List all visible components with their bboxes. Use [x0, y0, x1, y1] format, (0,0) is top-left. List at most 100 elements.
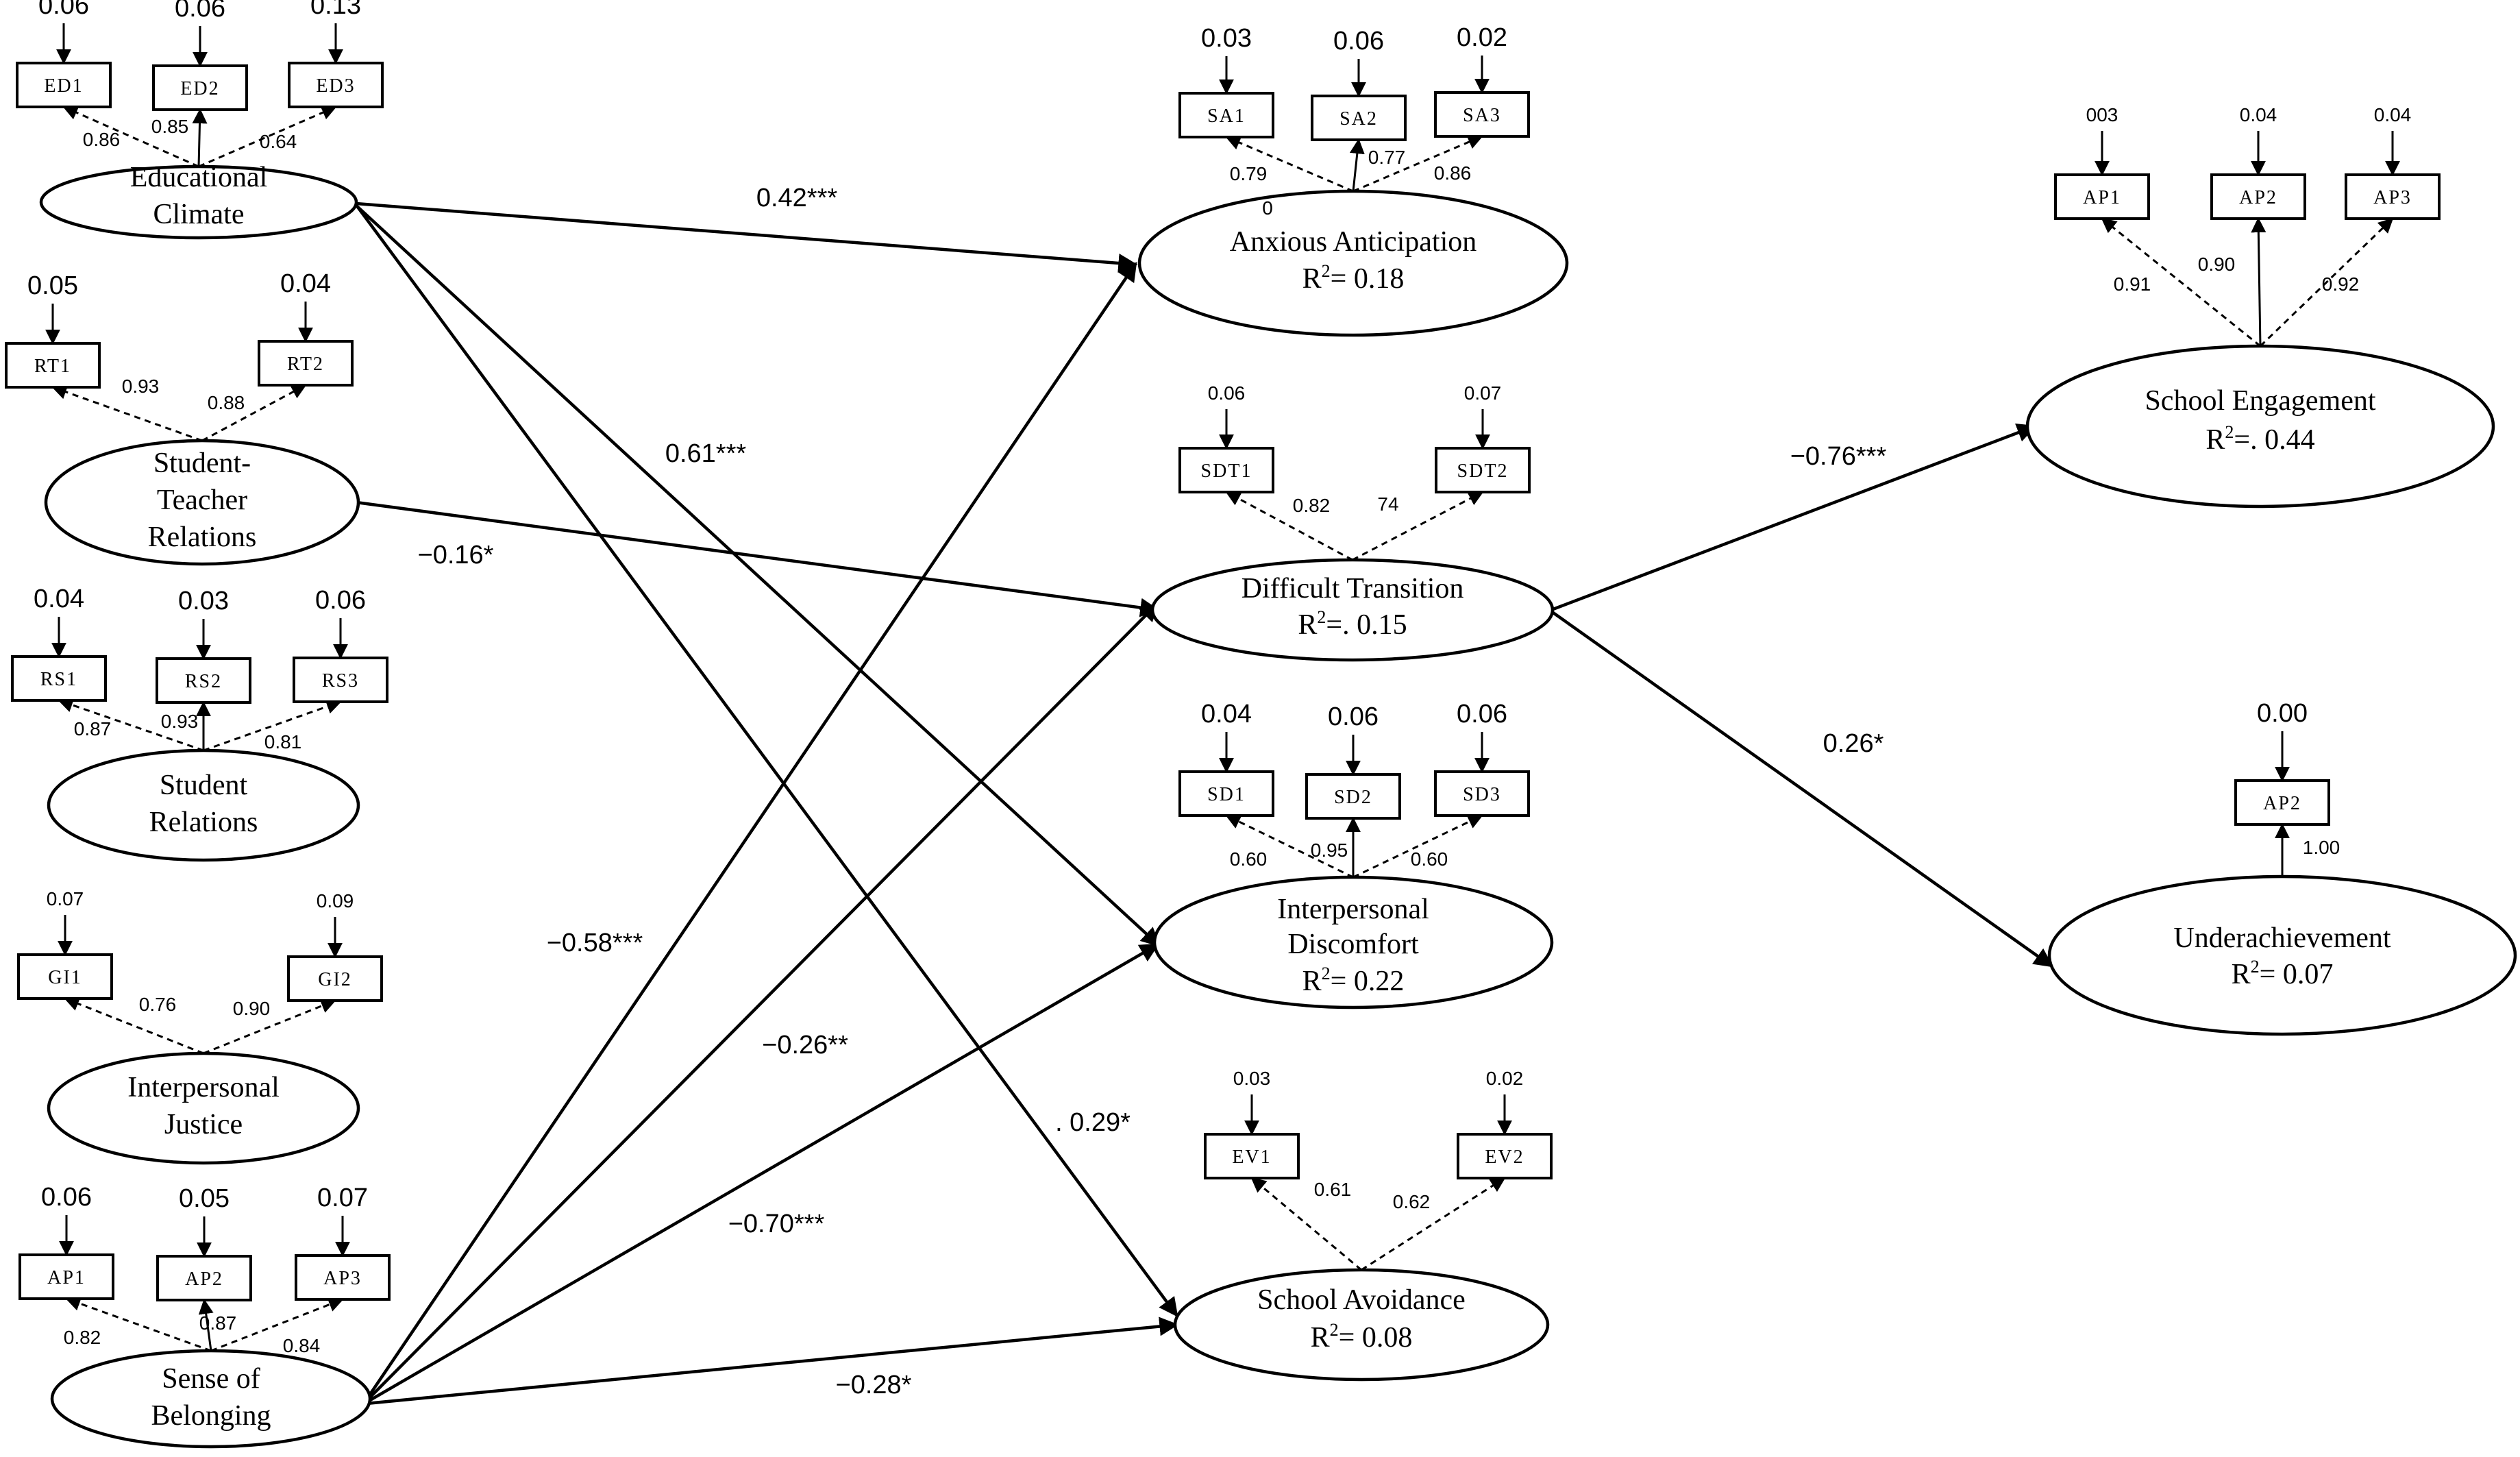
- error-variance-sb-ap3: 0.07: [317, 1184, 368, 1212]
- loading-arrow-se-ap3: [2259, 217, 2394, 347]
- error-variance-id-sd3: 0.06: [1457, 700, 1507, 728]
- indicator-label-id-sd2: SD2: [1334, 787, 1372, 808]
- loading-arrow-sr-rs1: [58, 698, 204, 752]
- factor-loading-se-ap1: 0.91: [2114, 273, 2151, 295]
- connector-layer: [45, 23, 2400, 1406]
- indicator-label-aa-sa1: SA1: [1207, 106, 1246, 127]
- path-coefficient-sb-to-dt: −0.26**: [762, 1031, 848, 1060]
- factor-loading-dt-sdt2: 74: [1377, 493, 1398, 515]
- loading-arrow-sa-ev2: [1361, 1177, 1506, 1271]
- error-variance-ec-ed1: 0.06: [38, 0, 89, 20]
- factor-loading-ua-ap2: 1.00: [2303, 837, 2340, 858]
- latent-ellipse-st: [44, 439, 360, 566]
- shape-layer: [5, 62, 2517, 1449]
- latent-label-sa: School Avoidance: [1257, 1284, 1466, 1316]
- indicator-box-dt-sdt2: [1435, 447, 1531, 493]
- latent-ellipse-aa: [1137, 189, 1569, 337]
- latent-label-id: Interpersonal: [1277, 894, 1429, 925]
- path-arrow-st-to-dt: [356, 500, 1160, 617]
- latent-label-sr: Relations: [149, 807, 258, 838]
- factor-loading-sb-ap3: 0.84: [283, 1335, 321, 1356]
- loading-arrow-id-sd1: [1225, 814, 1354, 879]
- latent-label-dt: Difficult Transition: [1242, 573, 1464, 604]
- path-coefficient-sb-to-id: −0.70***: [728, 1210, 825, 1238]
- latent-label-se: School Engagement: [2145, 385, 2375, 417]
- indicator-box-sa-ev1: [1204, 1133, 1300, 1179]
- latent-ellipse-ua: [2047, 874, 2517, 1036]
- path-coefficient-dt-to-se: −0.76***: [1790, 442, 1887, 471]
- indicator-box-se-ap2: [2210, 173, 2306, 220]
- indicator-label-dt-sdt1: SDT1: [1201, 461, 1252, 482]
- factor-loading-ec-ed1: 0.86: [83, 129, 121, 150]
- indicator-label-dt-sdt2: SDT2: [1457, 461, 1509, 482]
- factor-loading-id-sd3: 0.60: [1411, 848, 1448, 870]
- indicator-label-ij-gi1: GI1: [48, 967, 82, 988]
- path-arrow-sb-to-sa: [366, 1317, 1179, 1406]
- error-variance-aa-sa2: 0.06: [1333, 27, 1384, 56]
- r-squared-ua: R2= 0.07: [2232, 957, 2334, 990]
- indicator-box-ij-gi2: [287, 955, 383, 1002]
- loading-arrow-ij-gi1: [64, 996, 204, 1055]
- loading-arrow-sr-rs3: [203, 699, 342, 752]
- path-arrow-ec-to-sa: [356, 206, 1178, 1317]
- latent-label-sb: Sense of: [162, 1363, 260, 1395]
- factor-loading-aa-sa2: 0.77: [1368, 147, 1406, 168]
- latent-label-ec: Climate: [153, 199, 245, 230]
- path-coefficient-dt-to-ua: 0.26*: [1823, 729, 1884, 758]
- factor-loading-id-sd2: 0.95: [1311, 840, 1348, 861]
- loading-arrow-dt-sdt1: [1225, 491, 1353, 561]
- indicator-box-ec-ed2: [152, 64, 248, 111]
- latent-label-ij: Interpersonal: [127, 1072, 280, 1103]
- indicator-box-id-sd2: [1305, 773, 1401, 820]
- latent-ellipse-se: [2025, 344, 2495, 509]
- path-coefficient-ec-to-id: 0.61***: [665, 439, 747, 468]
- indicator-label-sr-rs2: RS2: [185, 671, 222, 692]
- latent-label-sr: Student: [160, 770, 248, 801]
- indicator-label-sr-rs1: RS1: [40, 669, 77, 690]
- path-arrow-ec-to-id: [355, 204, 1161, 947]
- error-variance-se-ap2: 0.04: [2240, 104, 2277, 125]
- loading-arrow-se-ap2: [2251, 217, 2266, 347]
- latent-label-st: Teacher: [157, 485, 247, 516]
- r-squared-id: R2= 0.22: [1302, 964, 1405, 997]
- latent-ellipse-sb: [50, 1349, 372, 1449]
- label-layer: 0.42***0.61***. 0.29*−0.16*−0.58***−0.26…: [27, 0, 2411, 1432]
- r-squared-se: R2=. 0.44: [2206, 422, 2314, 456]
- factor-loading-sa-ev2: 0.62: [1393, 1191, 1431, 1212]
- indicator-box-aa-sa2: [1311, 95, 1407, 141]
- indicator-label-st-rt1: RT1: [34, 356, 71, 377]
- indicator-box-sa-ev2: [1457, 1133, 1553, 1179]
- indicator-label-id-sd3: SD3: [1463, 784, 1501, 805]
- path-arrow-dt-to-se: [1551, 424, 2037, 612]
- path-coefficient-ec-to-aa: 0.42***: [756, 184, 838, 212]
- factor-loading-dt-sdt1: 0.82: [1293, 495, 1331, 516]
- error-variance-ij-gi1: 0.07: [47, 888, 84, 909]
- r-squared-sa: R2= 0.08: [1311, 1320, 1413, 1354]
- error-variance-sr-rs3: 0.06: [315, 586, 366, 615]
- error-variance-id-sd1: 0.04: [1201, 700, 1252, 728]
- indicator-label-se-ap2: AP2: [2239, 187, 2277, 208]
- error-variance-sr-rs1: 0.04: [34, 585, 84, 613]
- indicator-label-se-ap1: AP1: [2083, 187, 2121, 208]
- indicator-box-ua-ap2: [2234, 779, 2330, 826]
- latent-label-st: Relations: [148, 522, 257, 553]
- indicator-label-sr-rs3: RS3: [322, 670, 359, 691]
- indicator-box-ij-gi1: [17, 953, 113, 1000]
- indicator-label-ec-ed2: ED2: [180, 78, 219, 99]
- indicator-box-sr-rs2: [156, 657, 251, 704]
- indicator-label-ua-ap2: AP2: [2263, 793, 2301, 814]
- indicator-label-sb-ap3: AP3: [323, 1268, 362, 1289]
- error-variance-st-rt1: 0.05: [27, 271, 78, 300]
- factor-loading-se-ap3: 0.92: [2322, 273, 2360, 295]
- indicator-box-se-ap1: [2054, 173, 2150, 220]
- path-arrow-sb-to-id: [365, 943, 1160, 1404]
- error-variance-sa-ev2: 0.02: [1486, 1068, 1524, 1089]
- indicator-box-se-ap3: [2345, 173, 2441, 220]
- factor-loading-sr-rs3: 0.81: [264, 731, 302, 752]
- indicator-label-sb-ap1: AP1: [47, 1267, 86, 1288]
- loading-arrow-ec-ed2: [192, 108, 208, 167]
- indicator-label-id-sd1: SD1: [1207, 784, 1246, 805]
- factor-loading-st-rt2: 0.88: [208, 392, 245, 413]
- path-coefficient-ec-to-sa: . 0.29*: [1055, 1108, 1131, 1137]
